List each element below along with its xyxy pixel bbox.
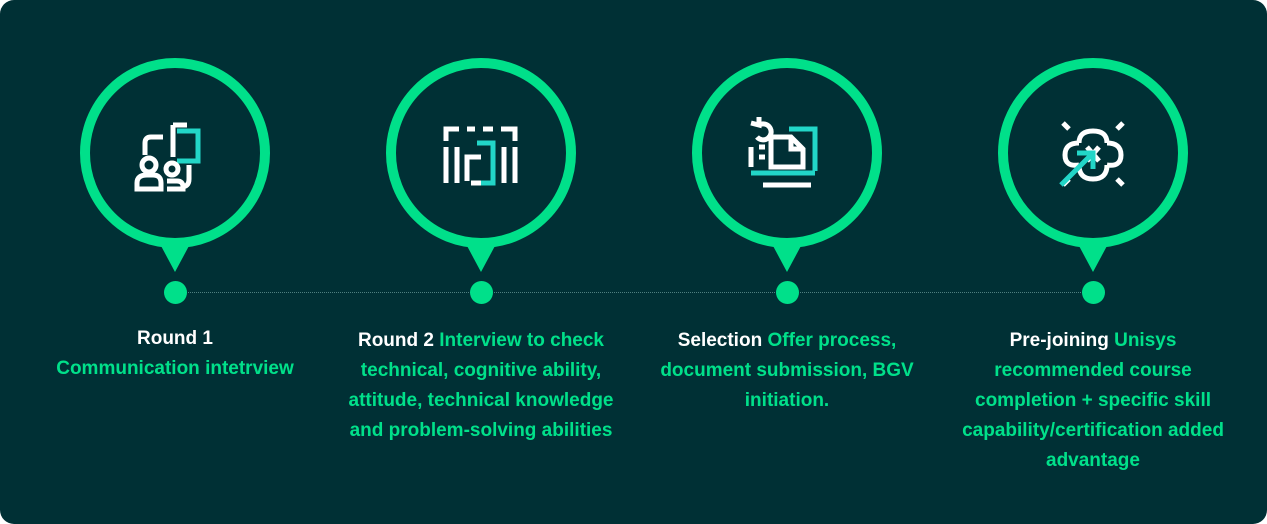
step-2-dot xyxy=(470,281,493,304)
step-3-caption: Selection Offer process, document submis… xyxy=(652,326,922,416)
step-1-ring xyxy=(80,58,270,248)
step-1-pin xyxy=(80,58,270,272)
step-2-pin xyxy=(386,58,576,272)
step-2-caption: Round 2 Interview to check technical, co… xyxy=(346,326,616,446)
step-3-dot xyxy=(776,281,799,304)
step-2-pin-tail xyxy=(466,244,496,272)
step-1-caption: Round 1 Communication intetrview xyxy=(40,324,310,384)
step-1-title: Round 1 xyxy=(137,328,213,349)
step-4-description: Unisys recommended course completion + s… xyxy=(962,330,1224,471)
step-3-pin xyxy=(692,58,882,272)
step-4-title: Pre-joining xyxy=(1009,330,1109,351)
step-3-description: Offer process, document submission, BGV … xyxy=(660,330,914,411)
technical-assessment-icon xyxy=(431,103,531,203)
step-2-title: Round 2 xyxy=(357,330,434,351)
step-2-description: Interview to check technical, cognitive … xyxy=(348,330,614,441)
step-3-title: Selection xyxy=(677,330,763,351)
step-4-dot xyxy=(1082,281,1105,304)
step-1-dot xyxy=(164,281,187,304)
step-1-pin-tail xyxy=(160,244,190,272)
skill-growth-icon xyxy=(1043,103,1143,203)
timeline-connector xyxy=(175,292,1093,293)
step-4-pin-tail xyxy=(1078,244,1108,272)
step-3-pin-tail xyxy=(772,244,802,272)
step-2-ring xyxy=(386,58,576,248)
interview-people-icon xyxy=(125,103,225,203)
step-4-pin xyxy=(998,58,1188,272)
document-offer-icon xyxy=(737,103,837,203)
step-4-caption: Pre-joining Unisys recommended course co… xyxy=(958,326,1228,476)
step-3-ring xyxy=(692,58,882,248)
step-1-description: Communication intetrview xyxy=(56,358,294,379)
